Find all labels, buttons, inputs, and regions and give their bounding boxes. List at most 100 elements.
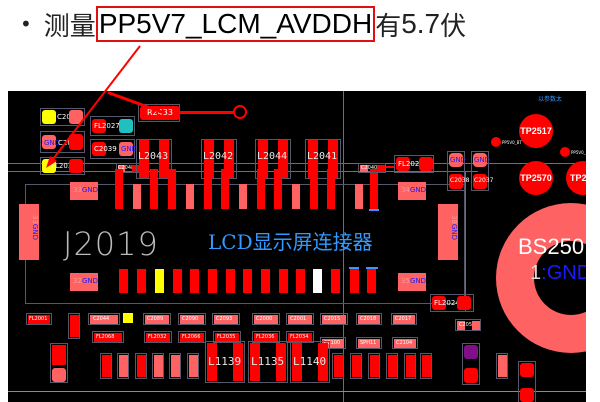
small-part[interactable] xyxy=(368,353,380,379)
part-fl2118[interactable] xyxy=(152,353,164,379)
pin-marker xyxy=(369,209,379,211)
connector-pin xyxy=(208,269,217,293)
part-c2017[interactable]: C2017 xyxy=(391,313,417,325)
inductor-l1139[interactable]: L1139 xyxy=(205,341,245,383)
part-c2051[interactable]: GND C2051 xyxy=(40,131,85,153)
test-point-tp2569[interactable]: TP2569 xyxy=(566,161,586,195)
bullet: • xyxy=(20,12,32,36)
connector-pin xyxy=(350,269,359,293)
pin-marker xyxy=(349,267,359,269)
connector-pin xyxy=(331,269,340,293)
part-fl2066[interactable]: FL2066 xyxy=(178,331,206,343)
part-fl2036[interactable]: FL2036 xyxy=(252,331,280,343)
inductor-l2042[interactable]: L2042 xyxy=(201,139,237,179)
connector-pin xyxy=(137,269,146,293)
connector-pin xyxy=(119,269,128,293)
connector-pin xyxy=(296,269,305,293)
part-fl2024[interactable]: FL2024 xyxy=(430,294,474,312)
part-c2018[interactable]: C2018 xyxy=(356,313,382,325)
via xyxy=(233,105,247,119)
gnd-pad-34: 34 GND xyxy=(398,182,426,200)
heading-prefix: 测量 xyxy=(43,11,96,42)
part-fl2068[interactable]: FL2068 xyxy=(92,331,124,343)
small-test-point[interactable] xyxy=(491,137,501,147)
gnd-pad-side-left: 33GND xyxy=(19,204,39,260)
part-fl2035[interactable]: FL2035 xyxy=(213,331,241,343)
connector-pin xyxy=(327,169,335,209)
connector-pin xyxy=(186,184,194,209)
part-c2058[interactable]: C2058 xyxy=(455,319,481,331)
part-fl2027[interactable]: FL2027 xyxy=(90,116,135,136)
pcb-board: 以参数太 C2071 GND C2051 FL2037 FL2027 C2039… xyxy=(8,91,586,402)
part-fl2034[interactable]: FL2034 xyxy=(286,331,314,343)
inductor-l1140[interactable]: L1140 xyxy=(290,341,330,383)
connector-pin xyxy=(239,184,247,209)
part-c2104[interactable]: C2104 xyxy=(392,337,418,349)
part-c2093[interactable]: C2093 xyxy=(212,313,240,325)
connector-pin xyxy=(190,269,199,293)
part-c2089[interactable]: C2089 xyxy=(143,313,171,325)
connector-pin xyxy=(274,169,282,209)
connector-pin xyxy=(204,169,212,209)
test-point-tp2570[interactable]: TP2570 xyxy=(519,161,553,195)
part-c2038[interactable]: GND C2038 xyxy=(447,151,469,191)
part-c2025[interactable] xyxy=(518,361,536,402)
heading-suffix: 有 xyxy=(375,11,402,42)
part-c2070[interactable] xyxy=(50,343,68,383)
part-c2071[interactable]: C2071 xyxy=(40,108,85,126)
connector-pin xyxy=(261,269,270,293)
part-c2080[interactable] xyxy=(169,353,181,379)
part-c2040[interactable]: C2040 xyxy=(358,163,386,173)
part-fl2032[interactable]: FL2032 xyxy=(144,331,172,343)
part-c2022[interactable] xyxy=(68,313,80,339)
part-c2015[interactable]: C2015 xyxy=(320,313,348,325)
part-c2037[interactable]: GND C2037 xyxy=(471,151,493,191)
small-test-point[interactable] xyxy=(560,147,570,157)
part-c2052[interactable] xyxy=(496,353,508,379)
net-name-highlight: PP5V7_LCM_AVDDH xyxy=(95,6,376,42)
small-part[interactable] xyxy=(350,353,362,379)
voltage-unit: 伏 xyxy=(440,11,467,42)
part-fl2001[interactable]: FL2001 xyxy=(26,313,52,325)
part-c2044[interactable]: C2044 xyxy=(88,313,120,325)
small-part[interactable] xyxy=(404,353,416,379)
part-fl1166[interactable] xyxy=(462,343,480,385)
heading: • 测量 PP5V7_LCM_AVDDH 有 5.7 伏 xyxy=(20,4,466,44)
connector-pin xyxy=(257,169,265,209)
test-point-tp2517[interactable]: TP2517 xyxy=(519,114,553,148)
connector-pin xyxy=(243,269,252,293)
guide-line xyxy=(465,171,466,311)
part-c2087[interactable] xyxy=(187,353,199,379)
small-part[interactable] xyxy=(332,353,344,379)
part-c2000[interactable]: C2000 xyxy=(252,313,280,325)
guide-line xyxy=(343,91,344,402)
inductor-l2041[interactable]: L2041 xyxy=(305,139,341,179)
connector-pin-highlight xyxy=(155,269,164,293)
pin-marker xyxy=(366,267,378,269)
big-pad-pin: 1:GND xyxy=(530,262,586,284)
part-c2090[interactable]: C2090 xyxy=(178,313,206,325)
part-fl2116[interactable] xyxy=(117,353,129,379)
guide-line xyxy=(8,171,478,172)
connector-pin xyxy=(115,169,123,209)
part-fl2003[interactable] xyxy=(100,353,112,379)
trace xyxy=(180,111,235,114)
inductor-l2044[interactable]: L2044 xyxy=(255,139,291,179)
inductor-l1135[interactable]: L1135 xyxy=(248,341,288,383)
connector-pin xyxy=(355,184,363,209)
part-fl2026[interactable]: FL2026 xyxy=(394,155,434,173)
guide-line xyxy=(8,163,586,164)
part-c2001[interactable]: C2001 xyxy=(286,313,314,325)
connector-pin xyxy=(367,269,376,293)
small-part[interactable] xyxy=(420,353,432,379)
part-c2039[interactable]: C2039 GND xyxy=(90,139,137,159)
connector-pin xyxy=(370,169,378,209)
connector-ref: J2019 xyxy=(63,225,159,263)
part-fl2184[interactable] xyxy=(135,353,147,379)
small-part[interactable] xyxy=(386,353,398,379)
part-sph11[interactable]: SPH11 xyxy=(356,337,382,349)
gnd-pad-side-right: 38GND xyxy=(438,204,458,260)
connector-pin xyxy=(221,169,229,209)
corner-label: 以参数太 xyxy=(538,96,563,103)
